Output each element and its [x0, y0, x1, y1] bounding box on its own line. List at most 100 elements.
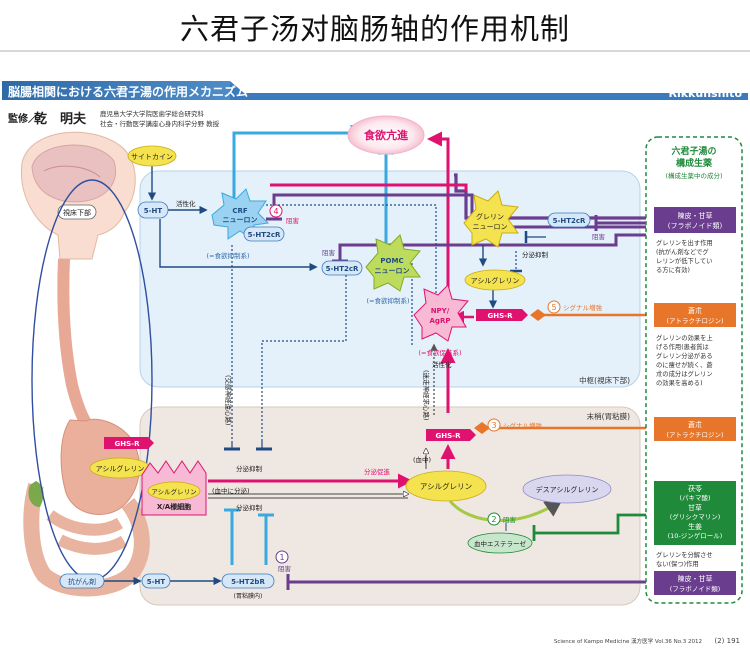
appetite-node: 食欲亢進	[347, 115, 425, 155]
npy-agrp-node: NPY/ AgRP	[413, 284, 469, 342]
svg-text:朮の成分はグレリン: 朮の成分はグレリン	[656, 369, 713, 378]
svg-text:グレリンの効果を上: グレリンの効果を上	[656, 333, 713, 342]
svg-text:陳皮・甘草: 陳皮・甘草	[678, 211, 713, 220]
serotonin-central-node: 5-HT	[137, 201, 169, 219]
step-5: 5 シグナル増強	[547, 300, 603, 314]
svg-text:食欲亢進: 食欲亢進	[364, 128, 409, 142]
header-bar: 脳腸相関における六君子湯の作用メカニズム Rikkunshito	[2, 81, 748, 100]
ghrelin-neuron-node: グレリン ニューロン	[463, 190, 519, 248]
svg-text:ニューロン: ニューロン	[223, 216, 258, 224]
secretion-promote: 分泌促進	[364, 467, 391, 476]
svg-text:(グリシクマリン): (グリシクマリン)	[670, 512, 721, 521]
svg-text:GHS-R: GHS-R	[488, 312, 514, 320]
step-4: 4 阻害	[269, 204, 300, 225]
stomach-acylghrelin: アシルグレリン	[89, 457, 151, 479]
svg-text:(アトラクチロジン): (アトラクチロジン)	[666, 317, 723, 325]
svg-text:阻害: 阻害	[286, 216, 300, 225]
svg-text:POMC: POMC	[380, 257, 403, 265]
serotonin-peripheral-node: 5-HT	[141, 573, 171, 589]
svg-text:5-HT2cR: 5-HT2cR	[553, 217, 586, 225]
svg-text:5: 5	[551, 303, 556, 312]
svg-text:シグナル増強: シグナル増強	[503, 421, 543, 430]
desacylghrelin-node: デスアシルグレリン	[522, 474, 612, 504]
svg-text:生姜: 生姜	[688, 522, 702, 531]
hypothalamus-label: 視床下部	[63, 208, 91, 217]
ghrelin-secretion-inhibit: 分泌抑制	[522, 250, 549, 259]
svg-text:血中エステラーゼ: 血中エステラーゼ	[474, 539, 527, 548]
crf-note: (=食欲抑制系)	[206, 251, 249, 260]
step-3: 3 シグナル増強	[487, 418, 543, 432]
xa-cells-node: アシルグレリン X/A様細胞	[141, 460, 207, 516]
svg-text:グレリンを分解させ: グレリンを分解させ	[656, 550, 713, 559]
svg-text:シグナル増強: シグナル増強	[563, 303, 603, 312]
vagal-path-label: (迷走神経求心路)	[422, 370, 431, 421]
svg-text:(抗がん剤などでグ: (抗がん剤などでグ	[656, 247, 709, 256]
svg-text:鹿児島大学大学院医歯学総合研究科: 鹿児島大学大学院医歯学総合研究科	[100, 109, 205, 118]
svg-text:蒼朮: 蒼朮	[688, 420, 702, 429]
svg-text:グレリン分泌がある: グレリン分泌がある	[656, 351, 713, 360]
svg-text:陳皮・甘草: 陳皮・甘草	[678, 574, 713, 583]
svg-text:5-HT2cR: 5-HT2cR	[326, 265, 359, 273]
svg-text:5-HT: 5-HT	[144, 207, 163, 215]
herb-title-2: 構成生薬	[676, 157, 713, 169]
activation2-label: 活性化	[432, 360, 452, 369]
activation-label: 活性化	[176, 199, 196, 208]
svg-text:グレリンを出す作用: グレリンを出す作用	[656, 238, 713, 247]
supervisor: 監修／ 乾 明夫 鹿児島大学大学院医歯学総合研究科 社会・行動医学講座心身内科学…	[8, 109, 220, 128]
svg-text:X/A様細胞: X/A様細胞	[157, 502, 191, 511]
ht2br-note: (胃粘膜内)	[234, 592, 263, 600]
svg-text:(フラボノイド類): (フラボノイド類)	[670, 584, 721, 593]
anatomy-illustration: 視床下部	[20, 131, 153, 597]
svg-text:GHS-R: GHS-R	[115, 440, 141, 448]
svg-text:ニューロン: ニューロン	[375, 267, 410, 275]
svg-text:CRF: CRF	[232, 207, 248, 215]
ht2br-node: 5-HT2bR	[221, 573, 275, 589]
svg-text:アシルグレリン: アシルグレリン	[151, 487, 196, 496]
svg-text:2: 2	[491, 515, 496, 524]
svg-text:レリンが低下してい: レリンが低下してい	[656, 256, 712, 265]
in-blood-label: (血中)	[413, 455, 431, 464]
hypothalamus-label-box	[57, 204, 97, 220]
svg-text:3: 3	[491, 421, 496, 430]
svg-text:4: 4	[273, 207, 278, 216]
svg-text:NPY/: NPY/	[431, 307, 450, 315]
sympathetic-path-label: (交感神経遠心路)	[224, 375, 233, 426]
herb-box-sojutsu-1: 蒼朮 (アトラクチロジン)	[654, 303, 736, 327]
svg-text:アシルグレリン: アシルグレリン	[96, 464, 145, 473]
svg-text:(フラボノイド類): (フラボノイド類)	[668, 221, 723, 230]
anticancer-node: 抗がん剤	[59, 573, 105, 589]
svg-text:5-HT2cR: 5-HT2cR	[248, 231, 281, 239]
svg-text:げる作用(患者質は: げる作用(患者質は	[656, 342, 709, 351]
secretion-inhibit-a: 分泌抑制	[236, 464, 263, 473]
herb-box-chinpi-1: 陳皮・甘草 (フラボノイド類)	[654, 207, 736, 233]
pomc-neuron-node: POMC ニューロン	[365, 234, 421, 292]
herb-box-chinpi-2: 陳皮・甘草 (フラボノイド類)	[654, 571, 736, 595]
svg-text:デスアシルグレリン: デスアシルグレリン	[536, 485, 599, 494]
svg-text:甘草: 甘草	[688, 503, 702, 512]
pomc-inhibit-label: 阻害	[322, 248, 336, 257]
pomc-note: (=食欲抑制系)	[366, 296, 409, 305]
svg-text:茯苓: 茯苓	[688, 484, 702, 493]
svg-text:抗がん剤: 抗がん剤	[68, 577, 96, 586]
ghrelin-inhibit-label: 阻害	[592, 232, 606, 241]
svg-text:る方に有効): る方に有効)	[656, 265, 690, 274]
svg-text:乾 明夫: 乾 明夫	[34, 111, 87, 127]
svg-text:アシルグレリン: アシルグレリン	[420, 481, 472, 491]
svg-text:社会・行動医学講座心身内科学分野 教授: 社会・行動医学講座心身内科学分野 教授	[100, 119, 220, 128]
peripheral-region	[139, 406, 641, 606]
svg-text:(アトラクチロジン): (アトラクチロジン)	[666, 431, 723, 439]
crf-neuron-node: CRF ニューロン	[211, 188, 270, 240]
crf-inhibit-line	[232, 131, 350, 203]
blood-secretion-label: (血中に分泌)	[212, 486, 250, 495]
acylghrelin-central-node: アシルグレリン	[464, 269, 526, 291]
herb-title-1: 六君子湯の	[671, 145, 716, 157]
stomach-ghsr: GHS-R	[104, 437, 154, 449]
svg-text:アシルグレリン: アシルグレリン	[471, 276, 520, 285]
ht2cr-crf-node: 5-HT2cR	[243, 226, 285, 242]
svg-text:ない(保つ)作用: ない(保つ)作用	[656, 559, 699, 568]
ghsr-peripheral-node: GHS-R	[426, 429, 476, 441]
svg-text:監修／: 監修／	[8, 112, 38, 125]
diagram: 脳腸相関における六君子湯の作用メカニズム Rikkunshito 監修／ 乾 明…	[0, 50, 750, 653]
central-region-label: 中枢(視床下部)	[579, 375, 630, 385]
step-1: 1 阻害	[275, 550, 292, 573]
